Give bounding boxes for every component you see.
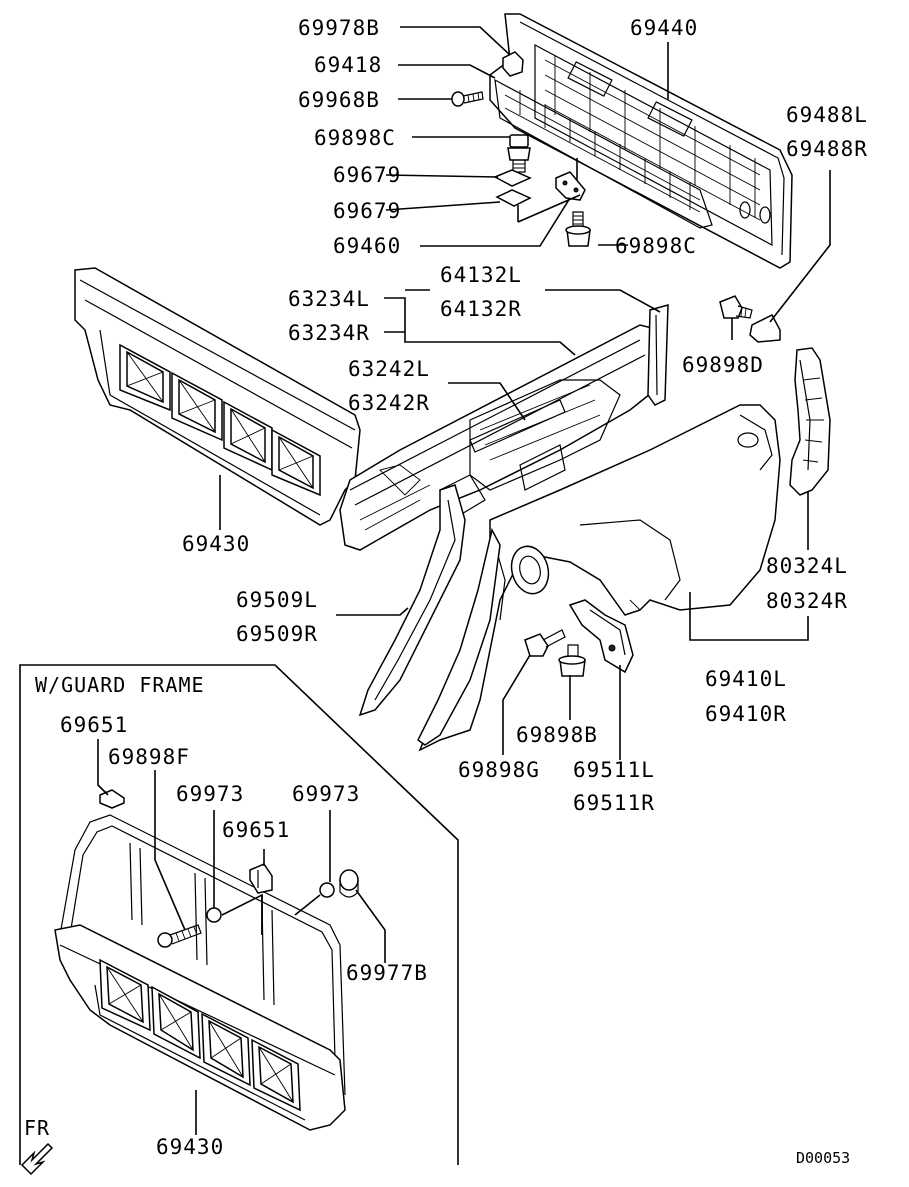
bolt-69898G (524, 629, 566, 657)
rail-63242 (469, 399, 566, 453)
clip-69651-a (99, 789, 125, 809)
leader-lines (97, 26, 831, 1135)
clip-69651-b (249, 863, 273, 894)
label-69488L: 69488L (786, 103, 868, 127)
label-69968B: 69968B (298, 88, 380, 112)
label-63234L: 63234L (288, 287, 370, 311)
label-69679-a: 69679 (333, 163, 401, 187)
label-69679-b: 69679 (333, 199, 401, 223)
label-69973-a: 69973 (176, 782, 244, 806)
bolt-69898B (558, 644, 586, 677)
label-69440: 69440 (630, 16, 698, 40)
bolt-69898C-top (507, 134, 531, 173)
front-panel-69430-top (74, 267, 361, 526)
cap-69977B (339, 869, 359, 898)
clip-69978B (502, 51, 524, 77)
label-69430-bottom: 69430 (156, 1135, 224, 1159)
wheel-house-69509 (358, 484, 501, 746)
label-64132L: 64132L (440, 263, 522, 287)
inset-border (19, 664, 459, 1165)
label-69511R: 69511R (573, 791, 655, 815)
label-69898C-mid: 69898C (615, 234, 697, 258)
bolt-69898F (157, 924, 202, 948)
screw-69968B (451, 91, 484, 107)
label-69488R: 69488R (786, 137, 868, 161)
hinge-69460 (555, 171, 586, 201)
washer-69679 (493, 169, 532, 207)
bolt-69898C-mid (565, 211, 591, 247)
label-69651-a: 69651 (60, 713, 128, 737)
label-69651-b: 69651 (222, 818, 290, 842)
tailgate-69440 (489, 13, 793, 269)
label-69898C-top: 69898C (314, 126, 396, 150)
label-69410L: 69410L (705, 667, 787, 691)
front-direction-label: FR (24, 1116, 50, 1140)
label-69460: 69460 (333, 234, 401, 258)
label-80324R: 80324R (766, 589, 848, 613)
collar-69973-a (206, 907, 222, 923)
label-69430-top: 69430 (182, 532, 250, 556)
label-69898D: 69898D (682, 353, 764, 377)
label-63242R: 63242R (348, 391, 430, 415)
label-69978B: 69978B (298, 16, 380, 40)
diagram-code: D00053 (796, 1149, 850, 1167)
fender-inner-80324 (789, 347, 831, 496)
inset-title: W/GUARD FRAME (35, 673, 205, 697)
guard-frame (59, 814, 346, 1096)
label-64132R: 64132R (440, 297, 522, 321)
bracket-69488 (749, 314, 781, 343)
stay-64132 (647, 304, 669, 406)
front-panel-69430-bottom (54, 924, 346, 1131)
collar-69973-b (319, 882, 335, 898)
label-69898F: 69898F (108, 745, 190, 769)
label-69898B: 69898B (516, 723, 598, 747)
label-69977B: 69977B (346, 961, 428, 985)
label-69511L: 69511L (573, 758, 655, 782)
label-80324L: 80324L (766, 554, 848, 578)
bolt-69898D (719, 295, 753, 319)
label-69418: 69418 (314, 53, 382, 77)
inner-side-panel-63234 (339, 324, 666, 551)
label-63242L: 63242L (348, 357, 430, 381)
label-69509L: 69509L (236, 588, 318, 612)
label-63234R: 63234R (288, 321, 370, 345)
label-69973-b: 69973 (292, 782, 360, 806)
bracket-69511 (568, 599, 634, 674)
label-69898G: 69898G (458, 758, 540, 782)
label-69509R: 69509R (236, 622, 318, 646)
label-69410R: 69410R (705, 702, 787, 726)
front-direction-arrow-icon (20, 1142, 54, 1176)
